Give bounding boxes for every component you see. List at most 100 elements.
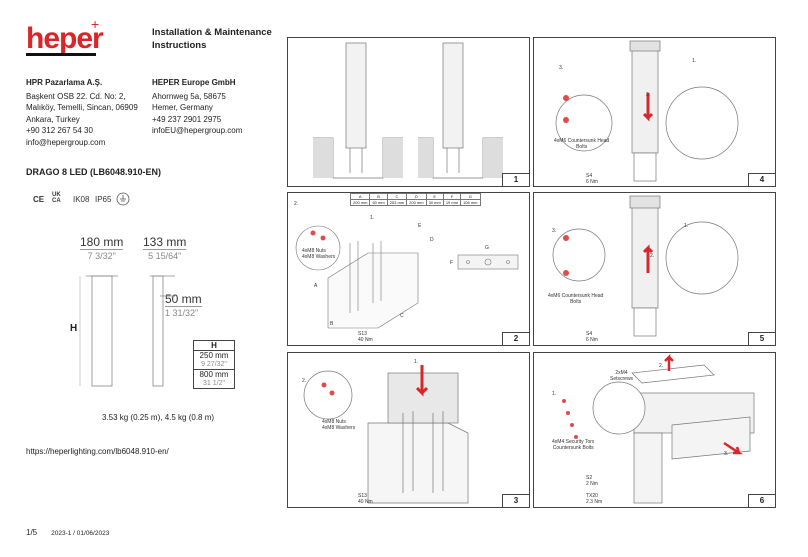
step-label: 2. [302, 378, 307, 384]
tool-size: S4 [586, 173, 593, 179]
height-table-row: 250 mm 9 27/32" [194, 351, 234, 370]
ukca-line: CA [52, 198, 61, 204]
panel-number: 6 [748, 494, 775, 507]
h-row1-mm: 250 mm [199, 351, 229, 360]
dim-table-value: 253 mm [386, 199, 408, 206]
bolt-fixing-illustration [555, 40, 739, 182]
torque: 40 Nm [358, 499, 373, 505]
setscrew-spec: 2xM4 Setscrews [610, 370, 633, 382]
company-tr-line: Başkent OSB 22. Cd. No: 2, [26, 91, 126, 101]
panel-number: 2 [502, 332, 529, 345]
tool-size: S4 [586, 331, 593, 337]
tool-size: TX20 [586, 493, 598, 499]
width-mm: 180 mm [80, 235, 124, 249]
torque: 6 Nm [586, 337, 598, 343]
width-dimension: 180 mm 7 3/32" [80, 235, 124, 261]
torque: 6 Nm [586, 179, 598, 185]
panel-number: 4 [748, 173, 775, 186]
height-table-head: H [194, 341, 234, 351]
dim-table-value: 30 mm [425, 199, 444, 206]
document-title: Installation & Maintenance Instructions [152, 27, 272, 51]
step-label: 3. [559, 65, 564, 71]
ukca-mark-icon: UK CA [52, 192, 61, 204]
tool-size: S13 [358, 493, 367, 499]
brand-logo: heper [26, 22, 104, 55]
panel-number: 1 [502, 173, 529, 186]
setscrew-spec-line: Setscrews [610, 376, 634, 382]
dim-label: E [418, 223, 422, 229]
bolt-spec-line: 4xM6 Countersunk Head [548, 293, 604, 299]
arm-dimension: 50 mm 1 31/32" [165, 292, 202, 318]
height-table: H 250 mm 9 27/32" 800 mm 31 1/2" [193, 340, 235, 389]
company-eu-name: HEPER Europe GmbH [152, 78, 236, 87]
ip-rating: IP65 [95, 195, 112, 204]
security-bolt-spec: 4xM4 Security Torx Countersunk Bolts [552, 439, 594, 451]
depth-dimension: 133 mm 5 15/64" [143, 235, 187, 261]
h-row2-in: 31 1/2" [203, 380, 225, 387]
height-label: H [70, 323, 78, 334]
product-url[interactable]: https://heperlighting.com/lb6048.910-en/ [26, 447, 169, 456]
h-row1-in: 9 27/32" [201, 361, 227, 368]
dim-label: A [314, 283, 318, 289]
company-eu-email: infoEU@hepergroup.com [152, 126, 243, 135]
step-label: 1. [684, 223, 689, 229]
company-tr-name: HPR Pazarlama A.Ş. [26, 78, 103, 87]
bolt-spec-line: 4xM6 Countersunk Head [554, 138, 610, 144]
dim-label: D [430, 237, 434, 243]
dim-table-value: 106 mm [460, 199, 481, 206]
company-eu-line: +49 237 2901 2975 [152, 114, 222, 124]
company-tr-line: Malıköy, Temelli, Sincan, 06909 [26, 103, 138, 112]
dim-label: G [485, 245, 489, 251]
nut-spec: 4xM8 Nuts 4xM8 Washers [322, 419, 355, 431]
step-label: 1. [370, 215, 375, 221]
arm-mm: 50 mm [165, 292, 202, 306]
dim-label: C [400, 313, 404, 319]
bolt-spec: 4xM6 Countersunk Head Bolts [548, 293, 603, 305]
step-label: 2. [659, 363, 664, 369]
step-label: 2. [294, 201, 299, 207]
tool-size: S13 [358, 331, 367, 337]
dim-table-value: 200 mm [349, 199, 371, 206]
revision-date: 2023-1 / 01/06/2023 [51, 530, 110, 537]
depth-mm: 133 mm [143, 235, 187, 249]
pole-in-foundation-illustration [313, 42, 503, 179]
weight-spec: 3.53 kg (0.25 m), 4.5 kg (0.8 m) [102, 413, 215, 422]
luminaire-outline [79, 275, 175, 387]
dim-label: B [330, 321, 334, 327]
company-tr-email: info@hepergroup.com [26, 137, 106, 147]
torque: 2 Nm [586, 481, 598, 487]
nut-spec-line: 4xM8 Nuts [322, 419, 346, 425]
ce-mark-icon: CE [33, 195, 45, 204]
step-panel-6: 2. 1. 3. 2xM4 Setscrews 4xM4 Security To… [533, 352, 776, 508]
company-tr: HPR Pazarlama A.Ş. Başkent OSB 22. Cd. N… [26, 77, 146, 148]
base-plate-illustration [303, 365, 469, 504]
ukca-line: UK [52, 192, 61, 198]
security-bolt-line: Countersunk Bolts [552, 445, 594, 451]
step-label: 1. [414, 359, 419, 365]
step-label: 3. [724, 451, 729, 457]
step-label: 1. [552, 391, 557, 397]
dim-label: F [450, 260, 454, 266]
step-label: 3. [552, 228, 557, 234]
torque: 40 Nm [358, 337, 373, 343]
panel-number: 3 [502, 494, 529, 507]
step-label: 1. [692, 58, 697, 64]
washer-spec-line: 4xM8 Washers [322, 425, 356, 431]
anchor-bolt-illustration [295, 225, 519, 329]
pole-mounting-illustration [552, 195, 739, 337]
height-table-row: 800 mm 31 1/2" [194, 370, 234, 388]
washer-spec-line: 4xM8 Washers [302, 254, 336, 260]
product-name: DRAGO 8 LED (LB6048.910-EN) [26, 167, 162, 177]
width-in: 7 3/32" [80, 249, 124, 261]
company-eu-line: Hemer, Germany [152, 103, 213, 112]
